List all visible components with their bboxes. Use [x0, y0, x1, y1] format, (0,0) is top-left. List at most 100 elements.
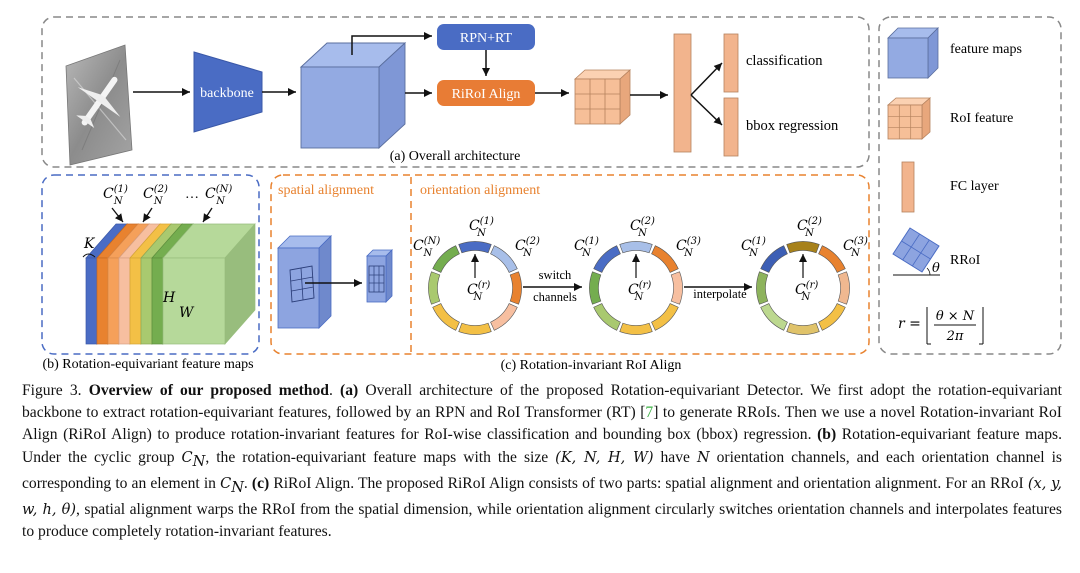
ring-channel-label-left: C(1)N: [574, 236, 599, 259]
orientation-segment: [670, 271, 683, 305]
orientation-segment: [651, 303, 679, 331]
legend-fc-layer-label: FC layer: [950, 179, 999, 194]
ring-channel-label-right: C(3)N: [843, 236, 868, 259]
orientation-ring-2: C(2)N C(1)N C(3)N C(r)N: [574, 216, 701, 335]
feature-map-slice: [140, 257, 153, 345]
legend-frame: [878, 16, 1062, 355]
fc-layer-cls: [723, 33, 739, 93]
figure-caption: Figure 3. Overview of our proposed metho…: [22, 382, 1063, 541]
ring-channel-label-left: C(1)N: [741, 236, 766, 259]
dim-k-label: K: [83, 236, 96, 252]
feature-map-slice: [151, 257, 164, 345]
switch-label-2: channels: [533, 290, 577, 304]
ring-channel-label-top: C(2)N: [630, 216, 655, 239]
panel-b-caption: (b) Rotation-equivariant feature maps: [42, 357, 253, 372]
dim-k-brace: [82, 253, 96, 258]
bbox-regression-label: bbox regression: [746, 118, 839, 134]
orientation-segment: [760, 245, 788, 273]
ring-channel-label-center: C(r)N: [467, 280, 490, 303]
feature-map-slice: [162, 257, 226, 345]
feature-map-slice: [85, 257, 98, 345]
citation-link[interactable]: 7: [645, 404, 654, 422]
rpn-rt-block: RPN+RT: [437, 24, 535, 50]
legend-formula: r = θ × N 2π: [898, 307, 984, 345]
legend-feature-maps-label: feature maps: [950, 42, 1022, 57]
channel-dots: …: [185, 187, 199, 202]
orientation-segment: [786, 241, 820, 254]
backbone-label: backbone: [200, 86, 254, 101]
feature-map-slice: [107, 257, 120, 345]
orientation-segment: [619, 241, 653, 254]
orientation-segment: [756, 271, 769, 305]
legend-rroi-icon: θ: [892, 227, 940, 276]
orientation-segment: [593, 303, 621, 331]
svg-text:2π: 2π: [946, 329, 964, 344]
riroi-align-label: RiRoI Align: [452, 87, 521, 102]
svg-text:r =: r =: [898, 316, 921, 332]
ring-channel-label-center: C(r)N: [628, 280, 651, 303]
legend-theta: θ: [932, 261, 940, 276]
feature-cube: [299, 41, 407, 150]
svg-text:C(2)N: C(2)N: [143, 184, 168, 207]
legend-roi-feature-icon: [886, 97, 932, 140]
orientation-segment: [509, 271, 522, 305]
svg-text:θ × N: θ × N: [936, 309, 975, 324]
orientation-segment: [432, 303, 460, 331]
feature-map-slice: [118, 257, 131, 345]
input-image: [65, 44, 133, 166]
backbone-block: backbone: [193, 51, 263, 133]
roi-feature-cube: [573, 69, 632, 125]
panel-b-frame: [41, 174, 260, 355]
feature-map-slice: [129, 257, 142, 345]
svg-text:C(1)N: C(1)N: [103, 184, 128, 207]
orientation-segment: [458, 241, 492, 254]
feature-map-stack: [85, 223, 256, 345]
orientation-ring-1: C(1)N C(N)N C(2)N C(r)N: [413, 216, 540, 335]
riroi-align-block: RiRoI Align: [437, 80, 535, 106]
ring-channel-label-center: C(r)N: [795, 280, 818, 303]
spatial-alignment-label: spatial alignment: [278, 183, 374, 198]
dim-h-label: H: [162, 290, 176, 306]
orientation-segment: [428, 271, 441, 305]
panel-a-frame: [41, 16, 870, 168]
interpolate-label: interpolate: [693, 287, 747, 301]
legend-feature-maps-icon: [887, 27, 939, 79]
legend-roi-feature-label: RoI feature: [950, 111, 1013, 126]
dim-w-label: W: [179, 305, 195, 321]
orientation-segment: [818, 245, 846, 273]
orientation-segment: [593, 245, 621, 273]
classification-label: classification: [746, 53, 823, 69]
ring-channel-label-right: C(3)N: [676, 236, 701, 259]
panel-c-caption: (c) Rotation-invariant RoI Align: [501, 358, 682, 373]
legend-rroi-label: RRoI: [950, 253, 981, 268]
orientation-segment: [837, 271, 850, 305]
orientation-segment: [589, 271, 602, 305]
orientation-segment: [619, 322, 653, 335]
panel-a-caption: (a) Overall architecture: [390, 149, 521, 164]
orientation-segment: [458, 322, 492, 335]
ring-channel-label-right: C(2)N: [515, 236, 540, 259]
fc-layer-1: [673, 33, 692, 153]
channel-label-2: C(2)N: [143, 184, 168, 207]
orientation-alignment-label: orientation alignment: [420, 183, 540, 198]
orientation-segment: [490, 245, 518, 273]
ring-channel-label-top: C(1)N: [469, 216, 494, 239]
svg-text:C(N)N: C(N)N: [205, 184, 232, 207]
rpn-rt-label: RPN+RT: [460, 31, 513, 46]
ring-channel-label-left: C(N)N: [413, 236, 440, 259]
feature-map-slice: [96, 257, 109, 345]
orientation-segment: [490, 303, 518, 331]
orientation-segment: [818, 303, 846, 331]
spatial-output-feature: [366, 249, 393, 303]
orientation-segment: [432, 245, 460, 273]
switch-label-1: switch: [539, 268, 572, 282]
orientation-ring-3: C(2)N C(1)N C(3)N C(r)N: [741, 216, 868, 335]
channel-label-n: C(N)N: [205, 184, 232, 207]
spatial-input-feature: [277, 235, 332, 329]
orientation-segment: [651, 245, 679, 273]
fc-layer-reg: [723, 97, 739, 157]
legend-fc-layer-icon: [901, 161, 915, 213]
ring-channel-label-top: C(2)N: [797, 216, 822, 239]
orientation-segment: [786, 322, 820, 335]
method-overview-figure: backbone RPN+RT RiRoI Align classificati…: [41, 16, 1062, 373]
